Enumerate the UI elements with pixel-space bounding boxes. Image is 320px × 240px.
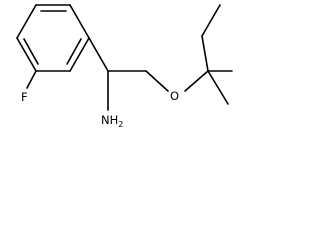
ethyl-bond <box>201 4 221 37</box>
benzene-ring <box>16 4 90 72</box>
o-c-bond <box>184 70 209 92</box>
ring-bond <box>16 4 37 39</box>
ch2-o-bond <box>145 70 169 92</box>
ethyl-bond <box>201 35 209 72</box>
c-f-bond <box>26 70 37 89</box>
molecule-structure-diagram: F O NH2 <box>16 4 233 129</box>
methyl-bond <box>207 70 229 105</box>
amine-label: NH2 <box>101 113 123 129</box>
ring-to-ch-bond <box>88 37 109 72</box>
ring-double-bond <box>66 38 82 65</box>
ring-bond <box>16 37 37 72</box>
amine-text: NH <box>101 113 118 127</box>
amine-subscript: 2 <box>118 120 123 129</box>
ring-bond <box>69 37 90 72</box>
ring-bond <box>69 4 90 39</box>
fluorine-label: F <box>21 90 28 104</box>
ring-double-bond <box>23 38 39 65</box>
oxygen-label: O <box>170 89 179 103</box>
